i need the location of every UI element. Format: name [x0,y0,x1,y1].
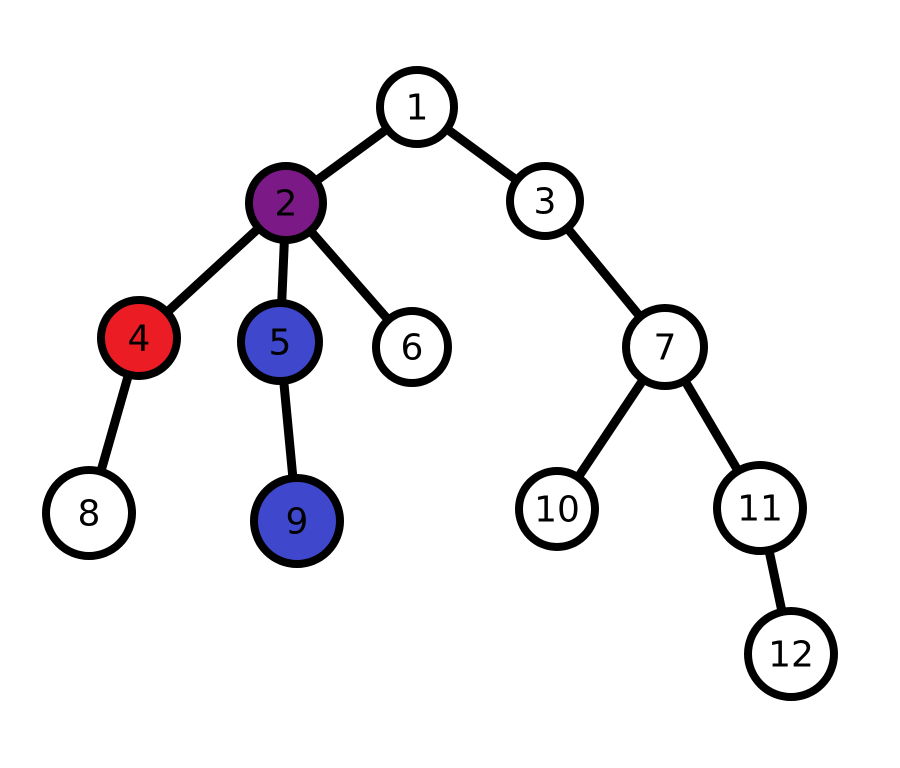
node-circle-6 [372,307,452,387]
node-circle-5 [237,299,323,385]
tree-node-2: 2 [245,162,327,244]
node-circle-3 [506,162,584,240]
node-label-3: 3 [534,182,557,223]
node-label-2: 2 [275,184,298,225]
node-circle-1 [376,66,458,148]
node-label-5: 5 [269,323,292,364]
node-label-8: 8 [78,494,101,535]
tree-node-1: 1 [376,66,458,148]
node-circle-7 [622,304,708,390]
node-label-4: 4 [128,319,151,360]
node-circle-10 [515,467,599,551]
node-circle-4 [97,296,181,380]
tree-node-4: 4 [97,296,181,380]
tree-node-12: 12 [744,607,838,701]
node-circle-11 [713,461,807,555]
tree-node-10: 10 [515,467,599,551]
node-label-12: 12 [768,635,814,676]
tree-node-3: 3 [506,162,584,240]
tree-node-9: 9 [250,474,344,568]
node-label-6: 6 [401,328,424,369]
node-label-9: 9 [286,502,309,543]
node-label-11: 11 [737,489,783,530]
node-circle-2 [245,162,327,244]
tree-node-8: 8 [42,466,136,560]
tree-node-6: 6 [372,307,452,387]
node-label-10: 10 [534,490,580,531]
node-circle-12 [744,607,838,701]
node-label-7: 7 [654,328,677,369]
tree-node-7: 7 [622,304,708,390]
tree-node-11: 11 [713,461,807,555]
node-label-1: 1 [406,88,429,129]
node-circle-8 [42,466,136,560]
tree-node-5: 5 [237,299,323,385]
node-circle-9 [250,474,344,568]
